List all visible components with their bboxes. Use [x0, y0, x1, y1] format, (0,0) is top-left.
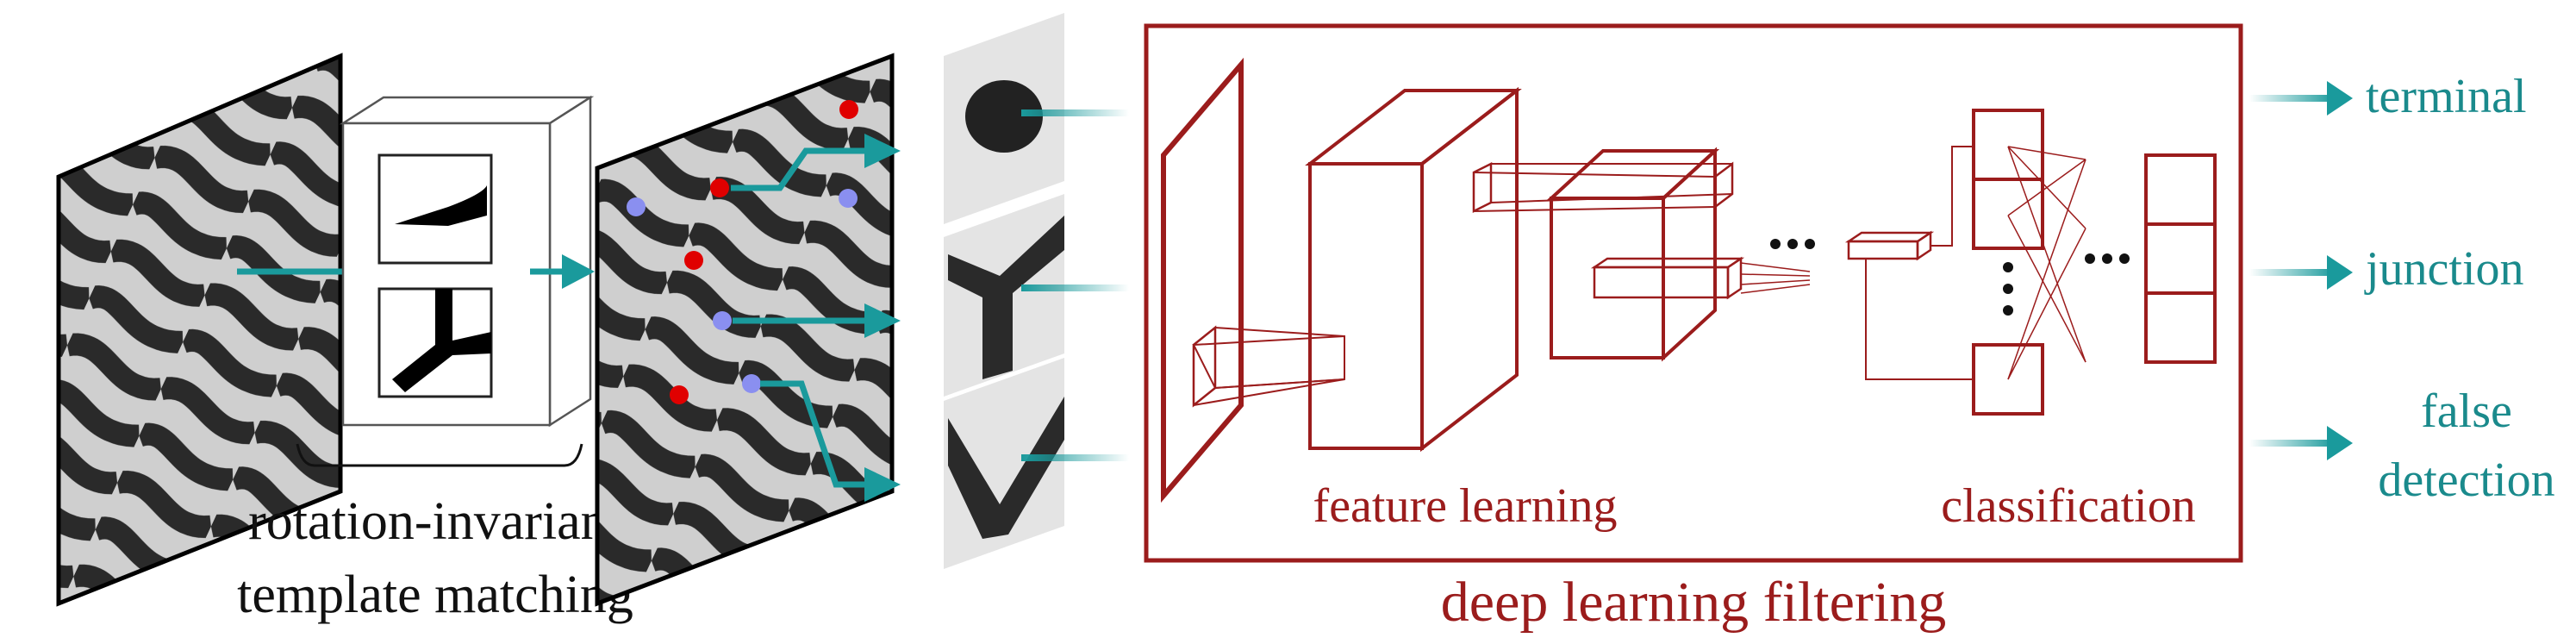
patch-false [944, 358, 1064, 569]
terminal-dot [839, 100, 858, 119]
input-image [56, 53, 343, 607]
deep-learning-box [1144, 23, 2243, 563]
template-to-image-arrow [530, 254, 595, 289]
feature-learning-label: feature learning [1313, 479, 1618, 533]
deep-learning-filtering-label: deep learning filtering [1441, 571, 1946, 634]
ellipsis-dots [1770, 239, 2130, 316]
template-matching-label-1: rotation-invariant [248, 492, 622, 551]
output-false-label-2: detection [2378, 453, 2554, 507]
classification-label: classification [1941, 479, 2195, 533]
template-bracket [296, 443, 583, 467]
output-arrow-junction [2249, 255, 2353, 290]
output-junction-label: junction [2364, 242, 2524, 296]
cnn-architecture [1161, 57, 2217, 503]
template-matching-label-2: template matching [237, 566, 633, 624]
terminal-dot [670, 385, 689, 404]
detection-image [595, 53, 895, 607]
patch-connector [1021, 454, 1129, 461]
junction-dot [713, 311, 732, 330]
terminal-dot [684, 251, 703, 270]
patch-connector [1021, 284, 1129, 291]
junction-dot [627, 197, 646, 216]
junction-dot [839, 189, 858, 208]
detection-arrows [731, 134, 901, 502]
patch-connector [1021, 109, 1129, 116]
output-arrow-false [2249, 426, 2353, 460]
junction-dot [742, 374, 761, 393]
output-arrow-terminal [2249, 81, 2353, 116]
output-terminal-label: terminal [2366, 70, 2527, 123]
output-false-label-1: false [2421, 385, 2512, 438]
template-box [339, 95, 595, 428]
terminal-dot [710, 178, 729, 197]
patch-terminal [944, 13, 1064, 224]
patch-junction [944, 194, 1064, 397]
